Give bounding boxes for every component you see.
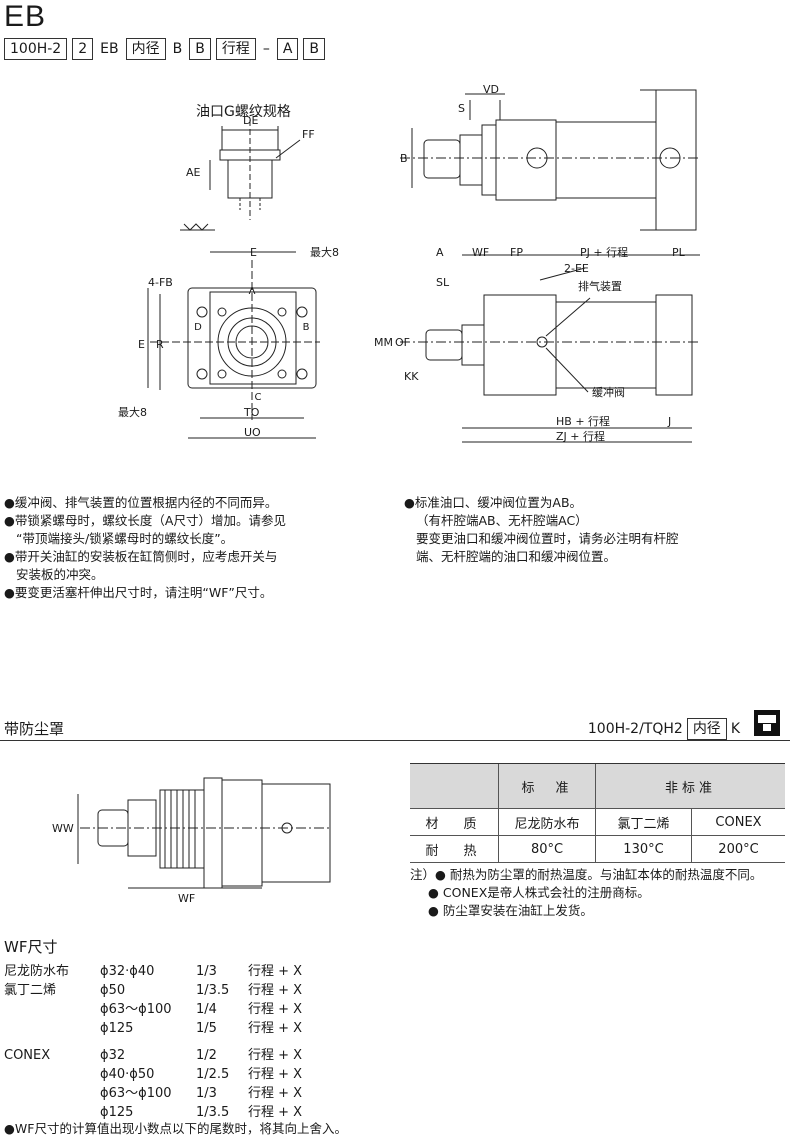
svg-text:SL: SL — [436, 276, 450, 289]
svg-text:缓冲阀: 缓冲阀 — [592, 385, 625, 399]
model-code-part: B — [172, 41, 183, 57]
svg-text:KK: KK — [404, 370, 419, 383]
svg-text:FP: FP — [510, 246, 523, 259]
model-code-part: 2 — [72, 38, 94, 60]
svg-text:VD: VD — [483, 83, 499, 96]
catalog-badge-icon — [754, 710, 780, 736]
port-detail-drawing — [180, 120, 301, 231]
dust-boot-drawing: WW WF — [52, 777, 331, 905]
model-code-part: 行程 — [215, 38, 256, 60]
model-code-part: – — [262, 41, 270, 57]
boot-spec-table: 标 准 非标准 材 质 尼龙防水布 氯丁二烯 CONEX 耐 热 80°C 13… — [410, 763, 785, 863]
side-view-lower-drawing — [400, 254, 700, 443]
notes-right: ●标准油口、缓冲阀位置为AB。 （有杆腔端AB、无杆腔端AC） 要变更油口和缓冲… — [404, 495, 679, 564]
cylinder-drawings: 油口G螺纹规格 DE FF AE VD S B E 最大8 4-FB E R A… — [118, 83, 700, 443]
svg-text:A: A — [436, 246, 444, 259]
svg-text:PL: PL — [672, 246, 686, 259]
port-title: 油口G螺纹规格 — [196, 104, 291, 120]
svg-text:WF: WF — [472, 246, 489, 259]
table-row: 耐 热 80°C 130°C 200°C — [410, 835, 785, 863]
svg-text:WW: WW — [52, 822, 74, 835]
section-divider — [0, 740, 790, 741]
svg-text:DE: DE — [243, 114, 258, 127]
svg-text:UO: UO — [244, 426, 261, 439]
model-code-part: 100H-2 — [4, 38, 68, 60]
front-view-drawing — [147, 251, 320, 439]
svg-text:C: C — [255, 392, 262, 403]
svg-text:S: S — [458, 102, 465, 115]
section-title-dust-boot: 带防尘罩 — [4, 720, 65, 738]
svg-text:MM: MM — [374, 336, 393, 349]
model-code-part: EB — [100, 41, 119, 57]
table-row: 材 质 尼龙防水布 氯丁二烯 CONEX — [410, 808, 785, 836]
svg-text:WF: WF — [178, 892, 195, 905]
svg-text:4-FB: 4-FB — [148, 276, 173, 289]
svg-text:E: E — [138, 338, 145, 351]
svg-text:J: J — [667, 415, 671, 428]
svg-text:AE: AE — [186, 166, 201, 179]
notes-left: ●缓冲阀、排气装置的位置根据内径的不同而异。 ●带锁紧螺母时，螺纹长度（A尺寸）… — [4, 495, 286, 600]
model-code-part: A — [276, 38, 299, 60]
svg-text:B: B — [303, 322, 310, 333]
svg-text:B: B — [400, 152, 408, 165]
svg-text:D: D — [194, 322, 202, 333]
wf-size-title: WF尺寸 — [4, 938, 58, 956]
svg-text:E: E — [250, 246, 257, 259]
svg-text:A: A — [249, 286, 256, 297]
table-notes: 注）● 耐热为防尘罩的耐热温度。与油缸本体的耐热温度不同。 ● CONEX是帝人… — [410, 867, 763, 918]
section-model-code: 100H-2/TQH2 内径 K — [588, 718, 740, 740]
svg-text:R: R — [156, 338, 164, 351]
svg-text:PJ + 行程: PJ + 行程 — [580, 246, 628, 259]
svg-text:HB + 行程: HB + 行程 — [556, 415, 610, 428]
svg-text:OF: OF — [395, 336, 410, 349]
svg-text:排气装置: 排气装置 — [578, 279, 622, 293]
svg-text:最大8: 最大8 — [310, 245, 339, 259]
svg-text:2-EE: 2-EE — [564, 262, 589, 275]
svg-text:FF: FF — [302, 128, 315, 141]
model-code-part: B — [189, 38, 211, 60]
side-view-drawing — [400, 89, 700, 231]
wf-footnote: ●WF尺寸的计算值出现小数点以下的尾数时，将其向上舍入。 — [4, 1121, 347, 1136]
svg-text:ZJ + 行程: ZJ + 行程 — [556, 430, 605, 443]
svg-text:最大8: 最大8 — [118, 405, 147, 419]
svg-text:TO: TO — [243, 406, 260, 419]
model-code-part: 内径 — [125, 38, 166, 60]
page-title: EB — [4, 0, 47, 33]
model-code-part: B — [303, 38, 325, 60]
